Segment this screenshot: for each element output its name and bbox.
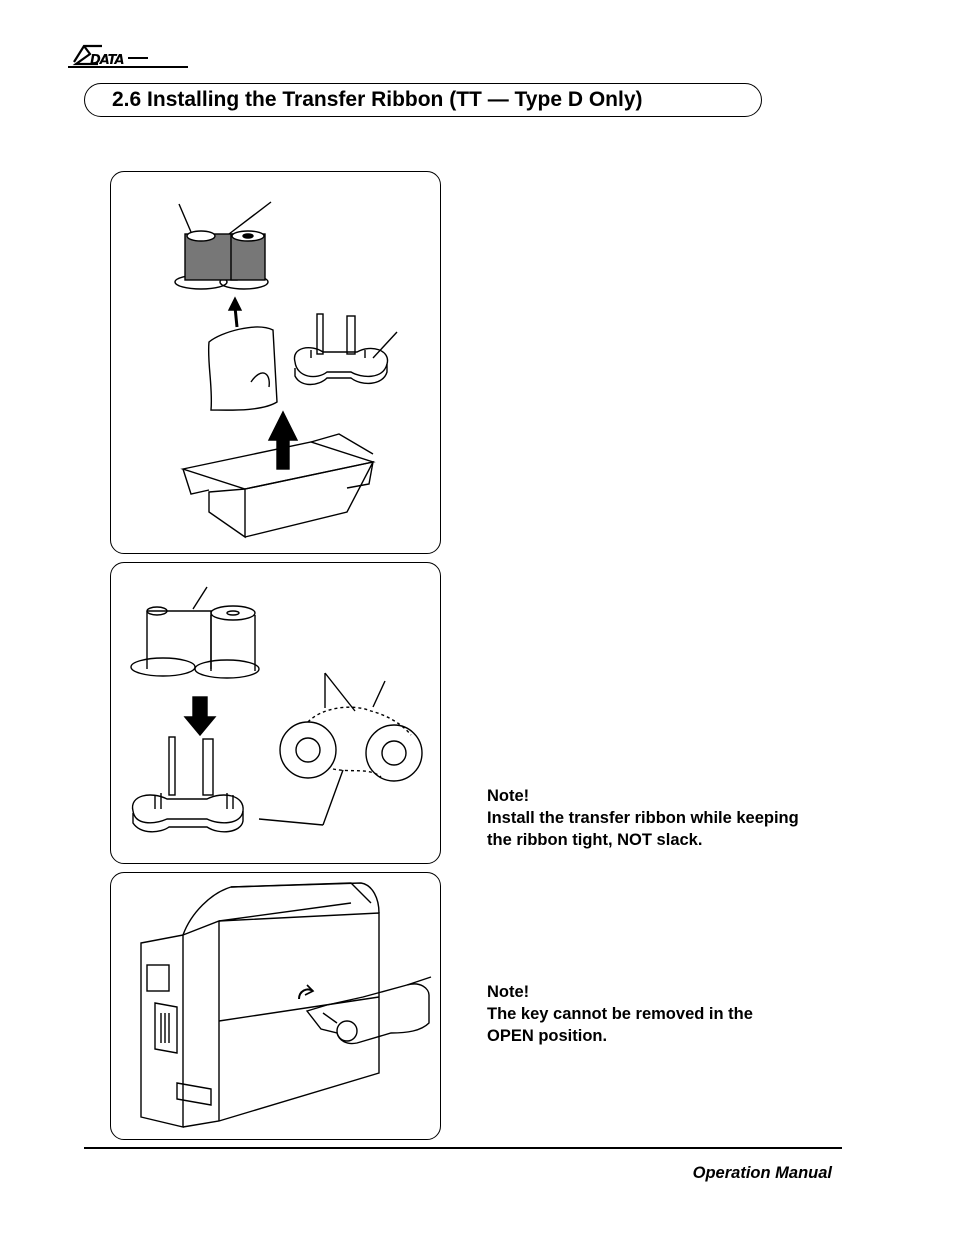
note-heading: Note! [487, 787, 530, 805]
note-line: OPEN position. [487, 1027, 608, 1045]
note-line: Install the transfer ribbon while keepin… [487, 809, 799, 827]
key-removal-note: Note! The key cannot be removed in the O… [487, 981, 753, 1047]
figure-opening-printer [110, 872, 441, 1140]
opening-printer-cover-illustration [140, 882, 432, 1128]
note-line: the ribbon tight, NOT slack. [487, 831, 703, 849]
footer-rule [84, 1147, 842, 1149]
figure-unpacking-ribbon [110, 171, 441, 554]
svg-text:DATA: DATA [90, 53, 124, 68]
unpacking-ribbon-illustration [174, 201, 398, 539]
ribbon-tension-note: Note! Install the transfer ribbon while … [487, 785, 799, 851]
loading-ribbon-illustration [130, 586, 423, 833]
sigma-data-logo: DATA [68, 42, 188, 72]
figure-loading-ribbon [110, 562, 441, 864]
section-title: 2.6 Installing the Transfer Ribbon (TT —… [112, 88, 643, 111]
note-line: The key cannot be removed in the [487, 1005, 753, 1023]
header-rule [68, 66, 188, 68]
footer-manual-label: Operation Manual [692, 1164, 832, 1182]
section-title-frame [84, 83, 762, 117]
note-heading: Note! [487, 983, 530, 1001]
